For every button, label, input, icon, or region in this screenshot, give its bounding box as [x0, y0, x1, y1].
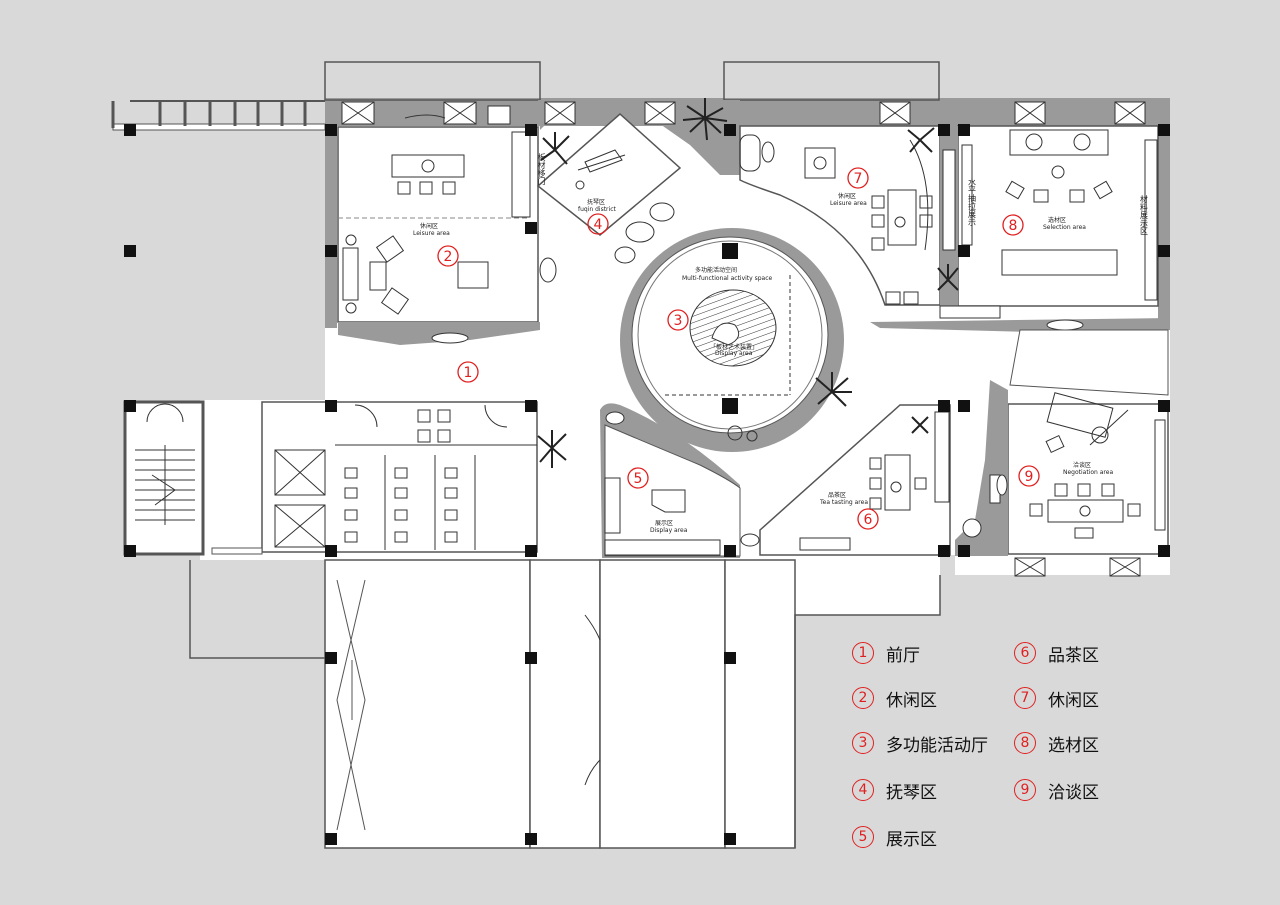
legend-item-8: 8 选材区: [1014, 728, 1099, 758]
plants: [537, 98, 959, 468]
legend-number: 4: [852, 779, 874, 801]
svg-text:7: 7: [854, 171, 863, 187]
legend-label: 品茶区: [1048, 645, 1099, 666]
zone-marker-2: 2: [437, 245, 459, 267]
material-display-label: 材料展示区: [1140, 194, 1149, 235]
room-9-label: 洽谈区: [1073, 461, 1091, 469]
legend-number: 5: [852, 826, 874, 848]
room-7-sublabel: Leisure area: [830, 200, 867, 207]
balcony-railing: [111, 100, 326, 131]
room-4-sublabel: fuqin district: [578, 206, 616, 213]
svg-text:3: 3: [674, 313, 683, 329]
room-fuqin: 抚琴区 fuqin district: [536, 112, 682, 236]
staircase: [123, 400, 263, 556]
legend-number: 6: [1014, 642, 1036, 664]
legend-item-3: 3 多功能活动厅: [852, 728, 988, 758]
room-selection: 选材区 Selection area: [957, 101, 1159, 307]
legend-item-6: 6 品茶区: [1014, 638, 1099, 668]
zone-marker-3: 3: [667, 309, 689, 331]
lower-hall: [189, 559, 941, 849]
legend-label: 休闲区: [886, 690, 937, 711]
room-7-label: 休闲区: [838, 192, 856, 200]
zone-markers: 1 2 3 4 5 6 7 8 9: [437, 167, 1040, 530]
room-3-label: 多功能活动空间: [695, 266, 737, 274]
legend-item-5: 5 展示区: [852, 822, 937, 852]
legend-number: 8: [1014, 732, 1036, 754]
room-5-label: 展示区: [655, 520, 673, 527]
room-6-label: 品茶区: [828, 491, 846, 499]
room-leisure-right: 休闲区 Leisure area: [739, 125, 941, 306]
art-label: 「板材艺术装置」: [710, 343, 758, 351]
room-2-label: 休闲区: [420, 222, 438, 230]
legend-item-4: 4 抚琴区: [852, 775, 937, 805]
room-tea: 品茶区 Tea tasting area: [759, 404, 951, 556]
svg-text:2: 2: [444, 249, 453, 265]
art-sublabel: Display area: [715, 350, 753, 357]
svg-text:9: 9: [1025, 469, 1034, 485]
top-windows: [544, 101, 911, 125]
legend-label: 前厅: [886, 645, 920, 666]
room-leisure-left: 休闲区 Leisure area: [337, 101, 539, 323]
legend-number: 2: [852, 687, 874, 709]
svg-text:5: 5: [634, 471, 643, 487]
legend-number: 1: [852, 642, 874, 664]
room-3-sublabel: Multi-functional activity space: [682, 275, 773, 282]
room-negotiation: 洽谈区 Negotiation area: [1007, 392, 1169, 577]
zone-marker-4: 4: [587, 213, 609, 235]
legend-number: 3: [852, 732, 874, 754]
room-4-label: 抚琴区: [587, 198, 605, 206]
legend-item-7: 7 休闲区: [1014, 683, 1099, 713]
zone-marker-7: 7: [847, 167, 869, 189]
zone-marker-6: 6: [857, 508, 879, 530]
room-multifunctional: 多功能活动空间 Multi-functional activity space …: [620, 228, 844, 452]
zone-marker-8: 8: [1002, 214, 1024, 236]
room-6-sublabel: Tea tasting area: [819, 499, 868, 506]
legend-number: 9: [1014, 779, 1036, 801]
zone-marker-5: 5: [627, 467, 649, 489]
room-5-sublabel: Display area: [650, 527, 688, 534]
legend-label: 休闲区: [1048, 690, 1099, 711]
room-8-sublabel: Selection area: [1043, 224, 1086, 231]
horizontal-display-label: 水平抽拉展示: [968, 177, 977, 226]
svg-text:6: 6: [864, 512, 873, 528]
structural-columns: [124, 124, 1170, 845]
legend-label: 多功能活动厅: [886, 735, 988, 756]
svg-text:8: 8: [1009, 218, 1018, 234]
zone-marker-1: 1: [457, 361, 479, 383]
legend-label: 展示区: [886, 829, 937, 850]
legend-item-2: 2 休闲区: [852, 683, 937, 713]
svg-text:1: 1: [464, 365, 473, 381]
legend-number: 7: [1014, 687, 1036, 709]
legend: 1 前厅 2 休闲区 3 多功能活动厅 4 抚琴区 5 展示区 6 品茶区 7 …: [852, 638, 1152, 858]
room-2-sublabel: Leisure area: [413, 230, 450, 237]
svg-text:4: 4: [594, 217, 603, 233]
legend-label: 洽谈区: [1048, 782, 1099, 803]
legend-item-9: 9 洽谈区: [1014, 775, 1099, 805]
room-9-sublabel: Negotiation area: [1063, 469, 1113, 476]
legend-label: 抚琴区: [886, 782, 937, 803]
room-8-label: 选材区: [1048, 216, 1066, 224]
legend-item-1: 1 前厅: [852, 638, 920, 668]
room-display: 展示区 Display area: [600, 403, 741, 558]
zone-marker-9: 9: [1018, 465, 1040, 487]
restroom-block: [261, 401, 538, 553]
legend-label: 选材区: [1048, 735, 1099, 756]
